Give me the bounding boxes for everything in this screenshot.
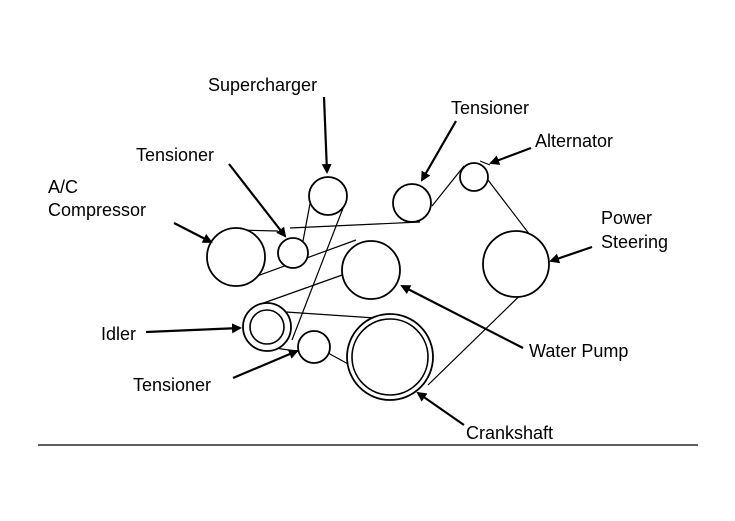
tensioner-top-left-label: Tensioner: [136, 145, 214, 165]
crankshaft-pulley: [346, 313, 434, 401]
tensioner-top-right-pulley: [392, 183, 432, 223]
idler-leader-arrow: [145, 323, 242, 334]
power-steering-label-line2: Steering: [601, 232, 668, 252]
water-pump-leader-arrow: [400, 285, 524, 349]
ac-compressor-label-line2: Compressor: [48, 200, 146, 220]
tensioner-top-right-leader-arrow: [421, 120, 457, 182]
tensioner-bottom-label: Tensioner: [133, 375, 211, 395]
supercharger-label: Supercharger: [208, 75, 317, 95]
tensioner-bottom-leader-arrow: [232, 349, 299, 380]
tensioner-top-left-pulley: [277, 237, 309, 269]
power-steering-label-line1: Power: [601, 208, 652, 228]
tensioner-top-left-leader-arrow: [228, 163, 287, 238]
supercharger-pulley: [308, 176, 348, 216]
alternator-pulley: [459, 162, 489, 192]
water-pump-pulley: [341, 240, 401, 300]
tensioner-top-right-label: Tensioner: [451, 98, 529, 118]
idler-pulley-hub: [249, 309, 285, 345]
crankshaft-pulley-inner-ring: [351, 318, 429, 396]
tensioner-bottom-pulley: [297, 330, 331, 364]
ac-compressor-pulley: [206, 227, 266, 287]
crankshaft-leader-arrow: [416, 391, 465, 426]
alternator-leader-arrow: [489, 146, 532, 165]
supercharger-leader-arrow: [321, 96, 332, 174]
crankshaft-label: Crankshaft: [466, 423, 553, 443]
power-steering-pulley: [482, 230, 550, 298]
ac-compressor-leader-arrow: [173, 222, 213, 243]
power-steering-leader-arrow: [549, 245, 593, 264]
alternator-label: Alternator: [535, 131, 613, 151]
water-pump-label: Water Pump: [529, 341, 628, 361]
ac-compressor-label-line1: A/C: [48, 177, 78, 197]
idler-label: Idler: [101, 324, 136, 344]
